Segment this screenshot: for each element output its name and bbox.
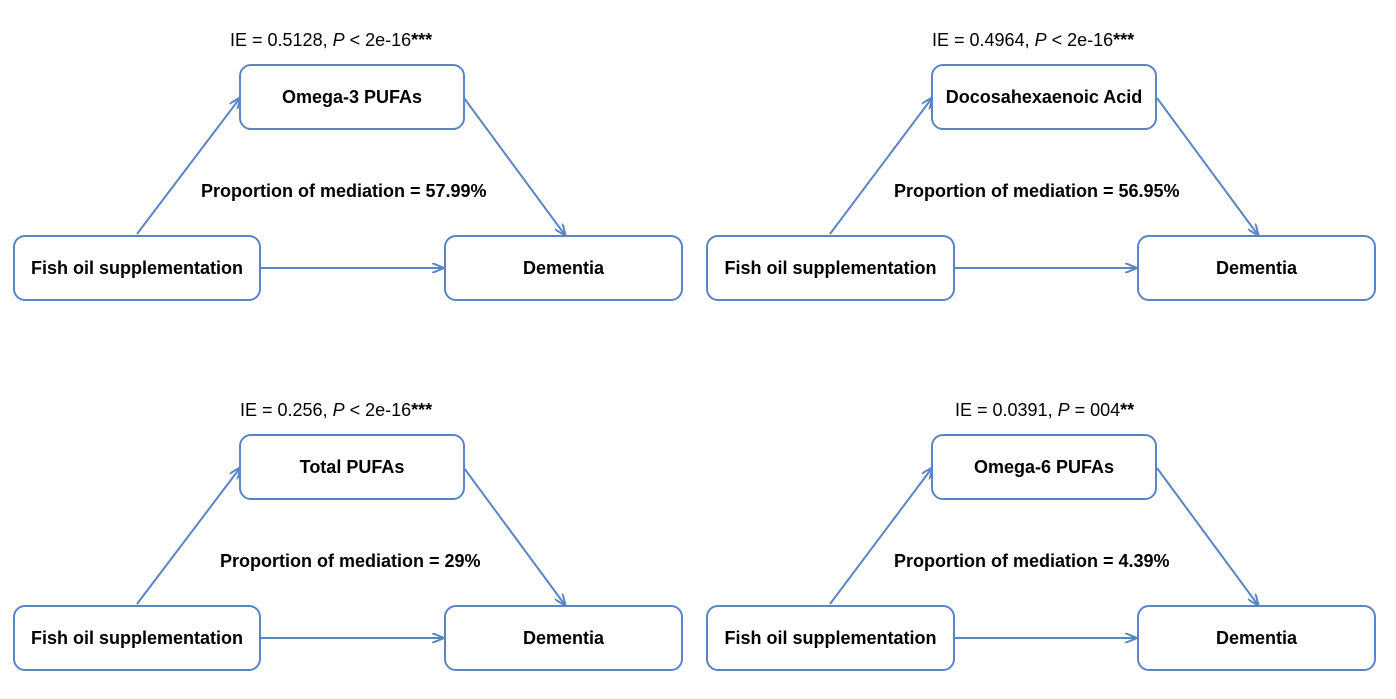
mediator-box: Docosahexaenoic Acid: [931, 64, 1157, 130]
indirect-effect-label: IE = 0.5128, P < 2e-16***: [230, 30, 432, 51]
significance-stars: ***: [1113, 30, 1135, 50]
p-symbol: P: [1057, 400, 1070, 420]
indirect-effect-label: IE = 0.0391, P = 004**: [955, 400, 1134, 421]
significance-stars: ***: [411, 30, 433, 50]
significance-stars: **: [1120, 400, 1135, 420]
exposure-box: Fish oil supplementation: [706, 605, 955, 671]
arrow-mediator-to-outcome: [463, 97, 565, 235]
arrow-exposure-to-mediator: [136, 98, 240, 235]
mediation-arrows: [829, 370, 1383, 690]
proportion-of-mediation: Proportion of mediation = 29%: [220, 551, 481, 571]
p-value: = 004: [1069, 400, 1121, 420]
p-symbol: P: [1034, 30, 1047, 50]
arrow-exposure-to-mediator: [136, 468, 240, 605]
mediation-panel-dha: IE = 0.4964, P < 2e-16*** Docosahexaenoi…: [693, 0, 1383, 320]
ie-value: IE = 0.0391,: [955, 400, 1058, 420]
ie-value: IE = 0.4964,: [932, 30, 1035, 50]
proportion-of-mediation: Proportion of mediation = 56.95%: [894, 181, 1180, 201]
exposure-box: Fish oil supplementation: [13, 605, 261, 671]
indirect-effect-label: IE = 0.4964, P < 2e-16***: [932, 30, 1134, 51]
arrow-mediator-to-outcome: [463, 467, 565, 605]
mediation-panel-omega6: IE = 0.0391, P = 004** Omega-6 PUFAs Pro…: [693, 370, 1383, 690]
significance-stars: ***: [411, 400, 433, 420]
arrow-exposure-to-mediator: [829, 468, 932, 605]
p-value: < 2e-16: [344, 30, 412, 50]
indirect-effect-label: IE = 0.256, P < 2e-16***: [240, 400, 432, 421]
proportion-of-mediation: Proportion of mediation = 4.39%: [894, 551, 1170, 571]
p-symbol: P: [332, 30, 345, 50]
mediator-box: Omega-3 PUFAs: [239, 64, 465, 130]
arrow-mediator-to-outcome: [1156, 97, 1258, 235]
mediator-box: Total PUFAs: [239, 434, 465, 500]
outcome-box: Dementia: [444, 235, 683, 301]
arrow-mediator-to-outcome: [1156, 467, 1258, 605]
outcome-box: Dementia: [1137, 605, 1376, 671]
exposure-box: Fish oil supplementation: [13, 235, 261, 301]
p-symbol: P: [332, 400, 345, 420]
p-value: < 2e-16: [1046, 30, 1114, 50]
ie-value: IE = 0.5128,: [230, 30, 333, 50]
mediation-panel-omega3: IE = 0.5128, P < 2e-16*** Omega-3 PUFAs …: [0, 0, 690, 320]
mediation-arrows: [136, 370, 690, 690]
mediation-arrows: [136, 0, 690, 320]
outcome-box: Dementia: [444, 605, 683, 671]
mediator-box: Omega-6 PUFAs: [931, 434, 1157, 500]
ie-value: IE = 0.256,: [240, 400, 333, 420]
proportion-of-mediation: Proportion of mediation = 57.99%: [201, 181, 487, 201]
mediation-arrows: [829, 0, 1383, 320]
outcome-box: Dementia: [1137, 235, 1376, 301]
arrow-exposure-to-mediator: [829, 98, 932, 235]
exposure-box: Fish oil supplementation: [706, 235, 955, 301]
p-value: < 2e-16: [344, 400, 412, 420]
mediation-panel-total-pufas: IE = 0.256, P < 2e-16*** Total PUFAs Pro…: [0, 370, 690, 690]
